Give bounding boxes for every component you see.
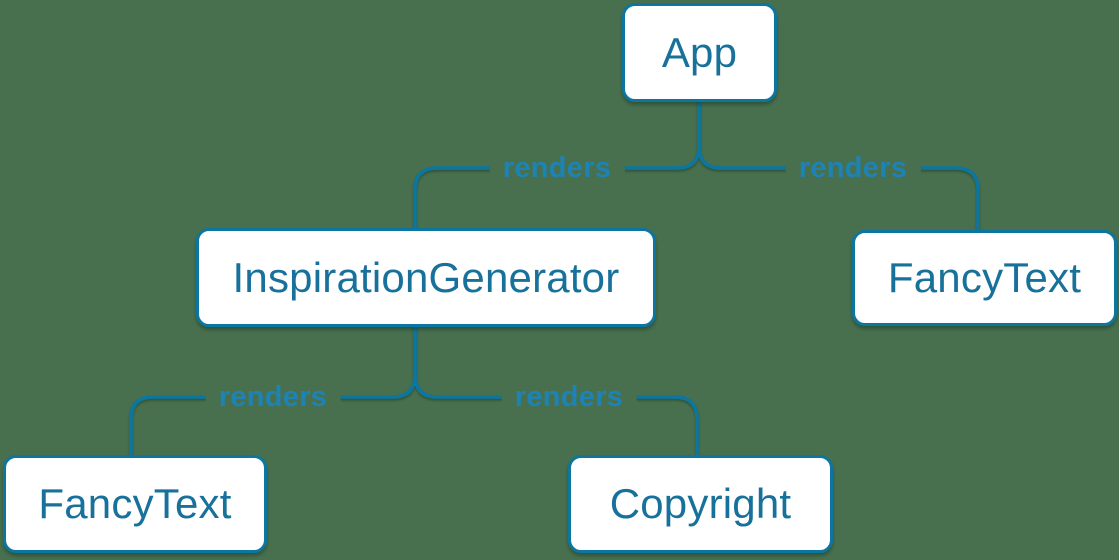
- edge-label-renders-ig-right: renders: [501, 379, 637, 415]
- node-fancy-text-bottom: FancyText: [3, 455, 267, 553]
- node-fancy-text-top: FancyText: [852, 230, 1117, 326]
- node-inspiration-generator: InspirationGenerator: [196, 228, 656, 327]
- node-copyright-label: Copyright: [609, 480, 792, 527]
- edge-label-renders-app-left: renders: [489, 150, 625, 186]
- edge-label-renders-app-right: renders: [785, 150, 921, 186]
- node-inspiration-generator-label: InspirationGenerator: [232, 253, 620, 301]
- node-copyright: Copyright: [568, 455, 833, 553]
- node-fancy-text-top-label: FancyText: [887, 254, 1082, 301]
- edge-label-renders-ig-left: renders: [205, 379, 341, 415]
- node-app-label: App: [661, 28, 738, 76]
- node-fancy-text-bottom-label: FancyText: [38, 480, 232, 527]
- node-app: App: [622, 3, 777, 102]
